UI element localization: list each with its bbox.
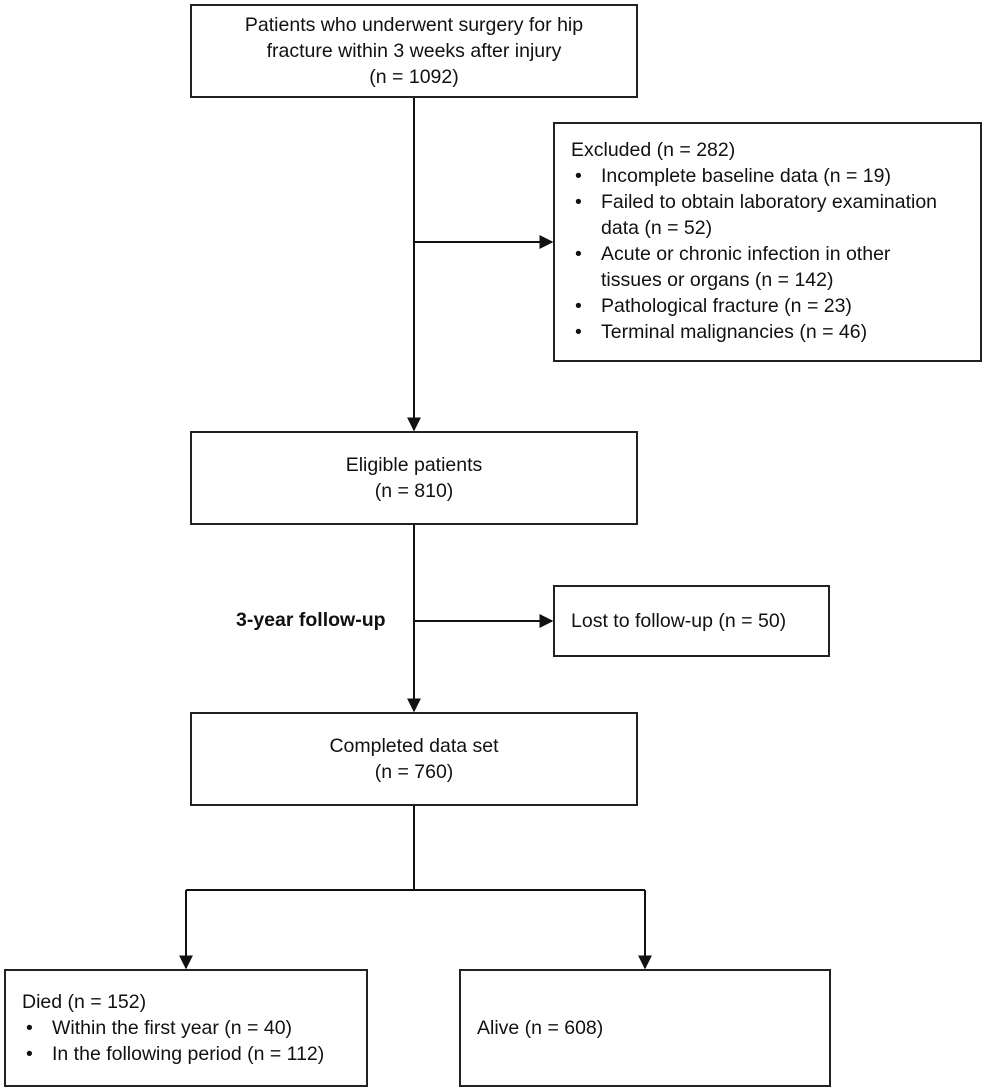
- excluded-reason-item-text: Failed to obtain laboratory examination: [601, 191, 938, 213]
- excluded-reasons-list: Incomplete baseline data (n = 19)Failed …: [571, 163, 971, 345]
- alive-title: Alive (n = 608): [477, 1017, 604, 1039]
- died-title: Died (n = 152): [22, 991, 147, 1013]
- died-breakdown-item: Within the first year (n = 40): [22, 1015, 362, 1041]
- excluded-reason-item-text: Acute or chronic infection in other: [601, 243, 891, 265]
- died-breakdown-item-text: In the following period (n = 112): [52, 1043, 325, 1065]
- lost-title: Lost to follow-up (n = 50): [571, 610, 787, 632]
- surgery-patients-box: Patients who underwent surgery for hip f…: [190, 4, 638, 98]
- completed-count: (n = 760): [374, 761, 454, 783]
- surgery-count: (n = 1092): [369, 66, 459, 88]
- lost-box: Lost to follow-up (n = 50): [553, 585, 830, 657]
- died-breakdown-item-text: Within the first year (n = 40): [52, 1017, 293, 1039]
- eligible-patients-box: Eligible patients (n = 810): [190, 431, 638, 525]
- excluded-title: Excluded (n = 282): [571, 139, 736, 161]
- surgery-line-1: Patients who underwent surgery for hip: [244, 14, 584, 36]
- eligible-count: (n = 810): [374, 480, 454, 502]
- excluded-reason-item-text: tissues or organs (n = 142): [601, 269, 834, 291]
- excluded-reason-item-text: Incomplete baseline data (n = 19): [601, 165, 891, 187]
- followup-label: 3-year follow-up: [236, 609, 386, 631]
- completed-title: Completed data set: [329, 735, 499, 757]
- excluded-reason-item: Terminal malignancies (n = 46): [571, 319, 971, 345]
- died-breakdown-item: In the following period (n = 112): [22, 1041, 362, 1067]
- excluded-reason-item: Pathological fracture (n = 23): [571, 293, 971, 319]
- completed-data-box: Completed data set (n = 760): [190, 712, 638, 806]
- alive-box: Alive (n = 608): [459, 969, 831, 1087]
- died-box: Died (n = 152) Within the first year (n …: [4, 969, 368, 1087]
- excluded-box: Excluded (n = 282) Incomplete baseline d…: [553, 122, 982, 362]
- surgery-line-2: fracture within 3 weeks after injury: [266, 40, 562, 62]
- excluded-reason-item: Acute or chronic infection in other tissu…: [571, 241, 971, 293]
- excluded-reason-item: Incomplete baseline data (n = 19): [571, 163, 971, 189]
- died-breakdown-list: Within the first year (n = 40) In the fol…: [22, 1015, 362, 1067]
- excluded-reason-item: Failed to obtain laboratory examination d…: [571, 189, 971, 241]
- excluded-reason-item-text: data (n = 52): [601, 217, 713, 239]
- excluded-reason-item-text: Pathological fracture (n = 23): [601, 295, 852, 317]
- excluded-reason-item-text: Terminal malignancies (n = 46): [601, 321, 868, 343]
- eligible-title: Eligible patients: [345, 454, 483, 476]
